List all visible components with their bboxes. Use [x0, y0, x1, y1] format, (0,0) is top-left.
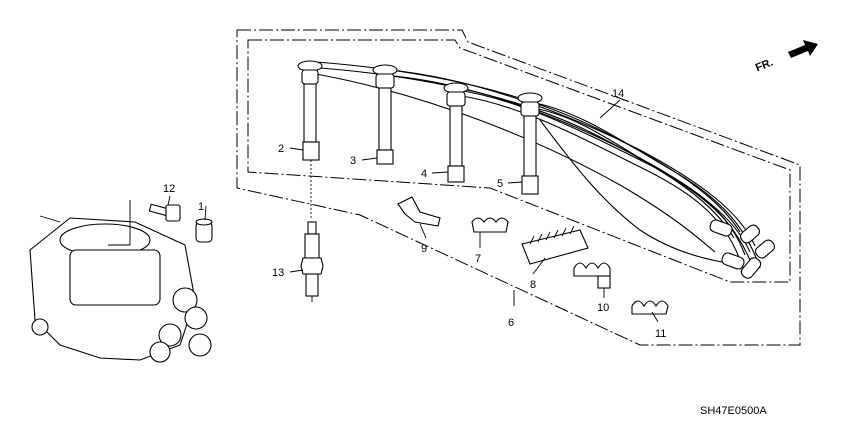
front-direction-arrow: FR.: [754, 40, 818, 74]
callout-5: 5: [497, 178, 503, 190]
callout-6: 6: [508, 317, 514, 329]
callout-1: 1: [198, 201, 204, 213]
callout-2: 2: [278, 143, 284, 155]
front-indicator-text: FR.: [754, 56, 775, 74]
callout-12: 12: [163, 183, 175, 195]
assembly-boundary-14: [247, 39, 791, 283]
callout-8: 8: [530, 279, 536, 291]
spark-plug-13: [300, 221, 324, 302]
leader-lines: [167, 99, 659, 323]
callout-13: 13: [272, 267, 284, 279]
distributor-assembly: [29, 200, 212, 363]
holder-8: [521, 225, 589, 265]
plug-boot-3: [372, 64, 398, 165]
cap-1: [195, 218, 213, 243]
wire-boots: [709, 219, 776, 279]
callout-3: 3: [350, 155, 356, 167]
assembly-boundary-6: [236, 29, 801, 346]
arrow-icon: [788, 40, 818, 58]
callout-9: 9: [421, 243, 427, 255]
plug-boot-4: [443, 82, 469, 183]
diagram-code: SH47E0500A: [700, 405, 767, 417]
callout-7: 7: [475, 253, 481, 265]
callout-11: 11: [655, 328, 666, 340]
holder-7: [471, 217, 509, 233]
plug-boot-2: [297, 60, 323, 220]
callout-14: 14: [612, 88, 624, 100]
holder-10: [573, 262, 611, 289]
holder-11: [631, 300, 669, 315]
bolt-12: [148, 203, 181, 222]
callout-10: 10: [597, 302, 609, 314]
callout-4: 4: [421, 168, 427, 180]
plug-boot-5: [517, 92, 543, 195]
holder-9: [397, 196, 441, 227]
